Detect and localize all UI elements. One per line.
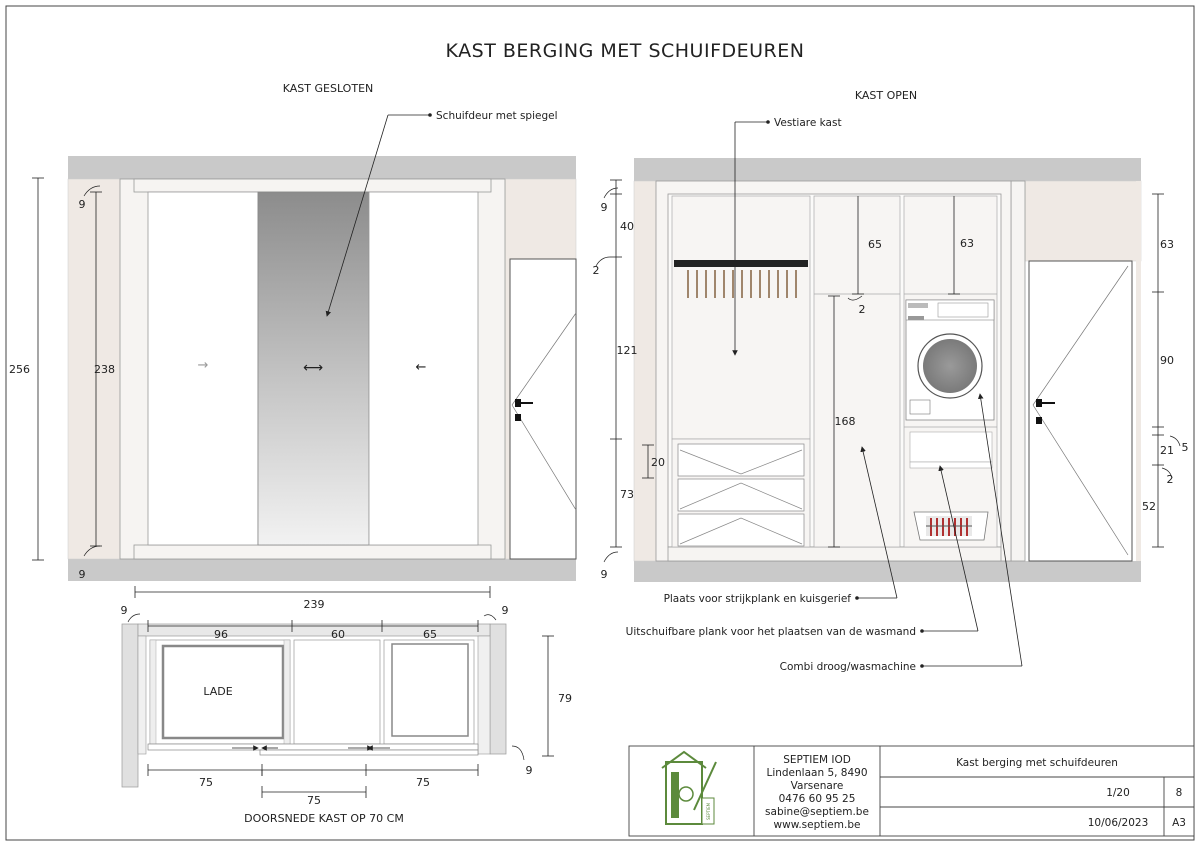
septiem-logo-icon: SEPTIEM <box>661 750 717 825</box>
callout-basket-shelf: Uitschuifbare plank voor het plaatsen va… <box>626 626 916 638</box>
dim-w96: 96 <box>214 628 228 641</box>
arrow-both-icon: ⟷ <box>303 360 323 376</box>
dim-w60: 60 <box>331 628 345 641</box>
middle-compartment <box>813 195 901 548</box>
company-phone: 0476 60 95 25 <box>779 793 856 805</box>
drawer-2 <box>677 478 805 512</box>
dim-open-top: 9 <box>601 201 608 214</box>
dim-63b: 63 <box>1160 238 1174 251</box>
dim-73: 73 <box>620 488 634 501</box>
dim-2b: 2 <box>859 303 866 316</box>
closed-view: KAST GESLOTEN → ⟷ ← 256 238 <box>9 82 577 581</box>
sheet-border <box>5 5 1195 841</box>
paper-size: A3 <box>1172 817 1186 829</box>
sliding-door-right <box>368 191 479 546</box>
floor-band <box>68 559 576 581</box>
arrow-left-icon: ← <box>416 360 427 375</box>
drawing-name: Kast berging met schuifdeuren <box>956 757 1118 769</box>
title-block: SEPTIEM SEPTIEM IOD Lindenlaan 5, 8490 V… <box>628 745 1195 837</box>
dim-door-1: 75 <box>199 776 213 789</box>
dim-63a: 63 <box>960 237 974 250</box>
closed-view-title: KAST GESLOTEN <box>283 82 374 95</box>
open-view: KAST OPEN <box>593 89 1189 673</box>
dim-52: 52 <box>1142 500 1156 513</box>
dim-65: 65 <box>868 238 882 251</box>
dim-40: 40 <box>620 220 634 233</box>
company-name: SEPTIEM IOD <box>783 754 851 766</box>
svg-text:SEPTIEM: SEPTIEM <box>706 802 711 820</box>
adjacent-door <box>1028 260 1133 562</box>
wardrobe-compartment <box>671 195 811 440</box>
dim-total-width: 239 <box>304 598 325 611</box>
floor-band <box>634 561 1141 582</box>
drawing-title: KAST BERGING MET SCHUIFDEUREN <box>446 40 805 62</box>
open-view-title: KAST OPEN <box>855 89 917 102</box>
door-lock-icon <box>515 414 521 421</box>
dim-90: 90 <box>1160 354 1174 367</box>
company-website: www.septiem.be <box>774 819 861 831</box>
dim-section-left: 9 <box>121 604 128 617</box>
clothes-rail <box>674 260 808 267</box>
sheet-number: 8 <box>1176 787 1183 799</box>
sliding-door-mirror <box>257 191 370 546</box>
dim-door-2: 75 <box>307 794 321 807</box>
dim-section-bottom: 9 <box>526 764 533 777</box>
back-panel <box>137 623 491 637</box>
left-wall <box>633 180 657 562</box>
ceiling-band <box>634 158 1141 181</box>
drawer-section <box>161 644 285 740</box>
dim-depth: 79 <box>558 692 572 705</box>
dim-section-right: 9 <box>502 604 509 617</box>
dim-total-height: 256 <box>9 363 30 376</box>
door-handle-icon <box>1036 399 1042 407</box>
dim-168: 168 <box>835 415 856 428</box>
pull-out-shelf <box>909 431 993 463</box>
dim-bottom-offset: 9 <box>79 568 86 581</box>
door-lock-icon <box>1036 417 1042 424</box>
top-panel <box>133 178 492 193</box>
dim-open-bottom: 9 <box>601 568 608 581</box>
drawing-date: 10/06/2023 <box>1088 817 1149 829</box>
dim-w65: 65 <box>423 628 437 641</box>
adjacent-door <box>509 258 577 560</box>
dim-21: 21 <box>1160 444 1174 457</box>
section-view-title: DOORSNEDE KAST OP 70 CM <box>244 812 404 825</box>
right-wall <box>1024 180 1142 262</box>
dim-door-3: 75 <box>416 776 430 789</box>
plinth <box>667 546 1002 562</box>
callout-mirror-door: Schuifdeur met spiegel <box>436 110 558 122</box>
hangers <box>687 270 797 298</box>
callout-ironing: Plaats voor strijkplank en kuisgerief <box>664 593 852 605</box>
arrow-right-icon: → <box>198 358 209 373</box>
callout-machine: Combi droog/wasmachine <box>780 661 916 673</box>
laundry-basket-icon <box>913 511 989 541</box>
drawer-label: LADE <box>203 685 232 698</box>
section-view: LADE 239 9 <box>121 586 572 825</box>
dim-5: 5 <box>1182 441 1189 454</box>
sliding-door-left <box>147 191 259 546</box>
drawer-1 <box>677 443 805 477</box>
dim-2c: 2 <box>1167 473 1174 486</box>
company-address-2: Varsenare <box>791 780 844 792</box>
right-wall <box>489 623 507 755</box>
company-address-1: Lindenlaan 5, 8490 <box>766 767 867 779</box>
dim-top-offset: 9 <box>79 198 86 211</box>
callout-wardrobe: Vestiare kast <box>774 117 842 129</box>
drawer-3 <box>677 513 805 547</box>
dim-20: 20 <box>651 456 665 469</box>
left-wall <box>121 623 139 788</box>
drawing-scale: 1/20 <box>1106 787 1130 799</box>
dim-121: 121 <box>617 344 638 357</box>
door-handle-icon <box>515 399 521 407</box>
dim-2a: 2 <box>593 264 600 277</box>
company-email: sabine@septiem.be <box>765 806 869 818</box>
ceiling-band <box>68 156 576 179</box>
left-wall <box>67 178 121 560</box>
dim-inner-height: 238 <box>94 363 115 376</box>
plinth <box>133 544 492 560</box>
